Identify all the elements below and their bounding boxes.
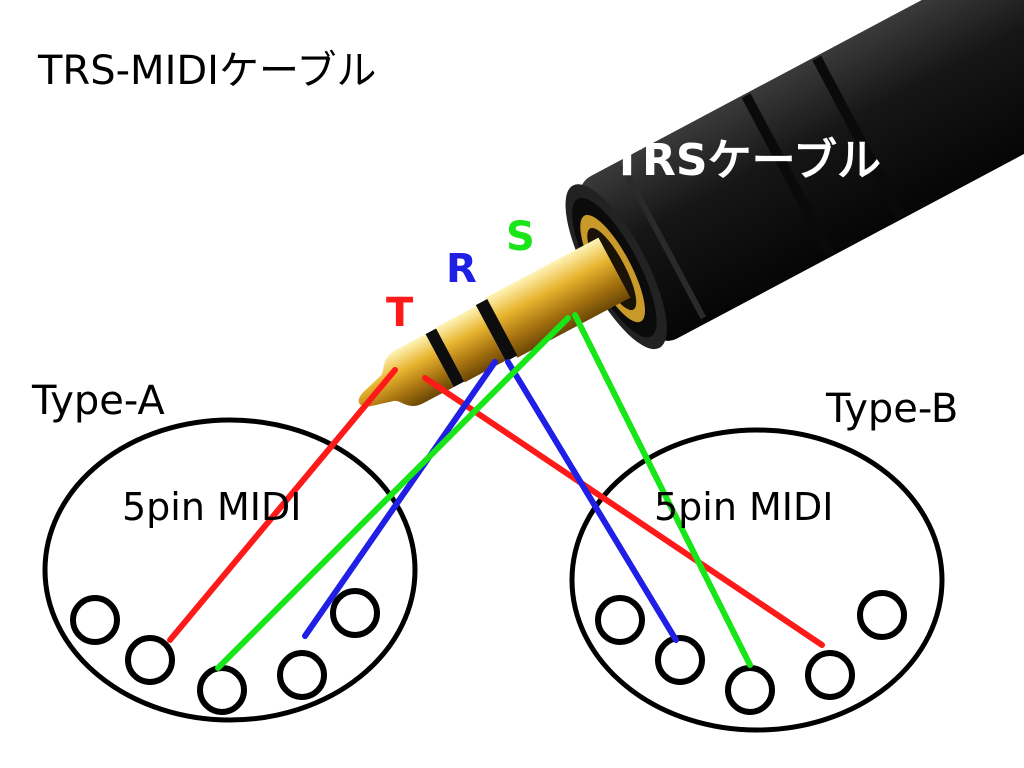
connector-type-b [569,427,945,733]
midi-pin [805,650,855,700]
cable-body [565,0,1024,350]
midi-pin [655,635,705,685]
connector-b-name: 5pin MIDI [654,485,833,529]
midi-pin [125,635,175,685]
midi-pins [595,590,907,715]
sleeve-contact [485,237,631,358]
ring-label: R [446,246,477,292]
connector-b-type-label: Type-B [825,386,958,432]
wire-tip-to-a [167,367,398,643]
wires [167,312,825,671]
wire-ring-to-b [505,359,679,643]
midi-pin [197,665,247,715]
midi-pin [330,588,380,638]
midi-pin [70,595,120,645]
insulator-ring [475,299,518,362]
midi-pin [725,665,775,715]
insulator-ring [425,328,465,388]
wire-tip-to-b [422,375,825,648]
connector-a-type-label: Type-A [31,378,165,424]
cable-label: TRSケーブル [612,135,881,186]
wire-sleeve-to-b [572,312,753,668]
page-title: TRS-MIDIケーブル [37,48,377,94]
tip-label: T [386,290,414,336]
wire-sleeve-to-a [215,315,571,671]
midi-pin [857,590,907,640]
wire-ring-to-a [302,359,498,639]
sleeve-label: S [506,214,535,260]
midi-pin [277,650,327,700]
connector-a-name: 5pin MIDI [122,485,301,529]
ring-contact [435,305,506,383]
midi-pin [595,595,645,645]
